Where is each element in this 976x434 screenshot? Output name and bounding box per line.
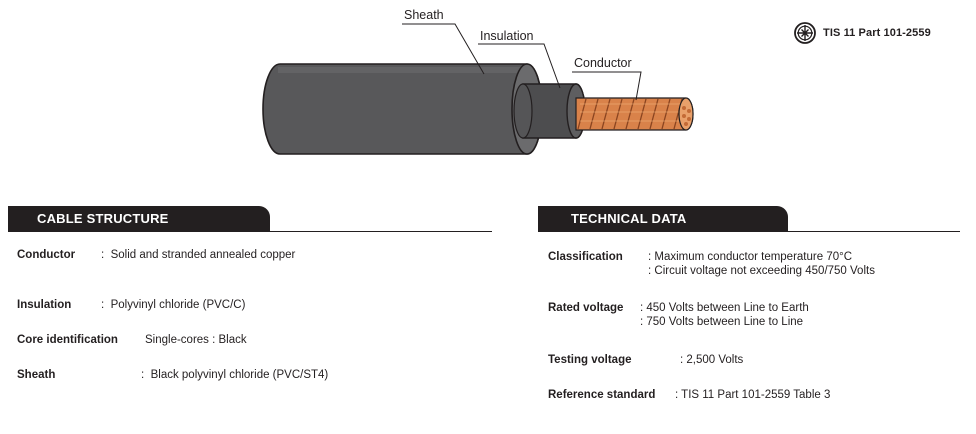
technical-data-rule [538, 231, 960, 232]
cable-structure-rule [8, 231, 492, 232]
row-label: Classification [548, 251, 623, 263]
row-label: Reference standard [548, 389, 656, 401]
tis-certification-mark-icon [794, 22, 816, 44]
row-label: Conductor [17, 249, 76, 261]
cable-structure-row-sheath: Sheath [17, 368, 55, 382]
row-value: : Polyvinyl chloride (PVC/C) [101, 299, 246, 311]
row-label: Testing voltage [548, 354, 632, 366]
row-value-line: : 2,500 Volts [680, 354, 744, 366]
row-value-line: : Maximum conductor temperature 70°C [648, 251, 853, 263]
row-value: : Black polyvinyl chloride (PVC/ST4) [141, 369, 329, 381]
row-label: Insulation [17, 299, 72, 311]
technical-data-row-classification: Classification [548, 250, 623, 264]
technical-data-row-testing-voltage: Testing voltage [548, 353, 632, 367]
row-label: Sheath [17, 369, 56, 381]
row-value: : Solid and stranded annealed copper [101, 249, 296, 261]
conductor-strands [575, 97, 694, 131]
cable-illustration [262, 23, 694, 155]
insulation-back-edge [513, 83, 533, 139]
technical-data-row-rated-voltage: Rated voltage [548, 301, 623, 315]
standard-mark: TIS 11 Part 101-2559 [794, 22, 931, 44]
row-value: Single-cores : Black [145, 334, 247, 346]
row-label: Core identification [17, 334, 118, 346]
technical-data-row-reference-standard: Reference standard [548, 388, 655, 402]
cable-structure-header: CABLE STRUCTURE [8, 206, 270, 231]
callout-insulation: Insulation [480, 29, 534, 43]
row-value-line: : TIS 11 Part 101-2559 Table 3 [675, 389, 831, 401]
cable-structure-row-core-identification: Core identification [17, 333, 118, 347]
sheath-layer [262, 63, 543, 155]
technical-data-header: TECHNICAL DATA [538, 206, 788, 231]
row-label: Rated voltage [548, 302, 624, 314]
cable-structure-row-insulation: Insulation [17, 298, 71, 312]
cable-structure-row-conductor: Conductor [17, 248, 75, 262]
row-value-line: : 750 Volts between Line to Line [640, 316, 804, 328]
standard-mark-text: TIS 11 Part 101-2559 [823, 27, 931, 39]
row-value-line: : 450 Volts between Line to Earth [640, 302, 809, 314]
row-value-line: : Circuit voltage not exceeding 450/750 … [648, 265, 875, 277]
callout-conductor: Conductor [574, 56, 632, 70]
callout-leaders [402, 23, 642, 101]
callout-sheath: Sheath [404, 8, 444, 22]
